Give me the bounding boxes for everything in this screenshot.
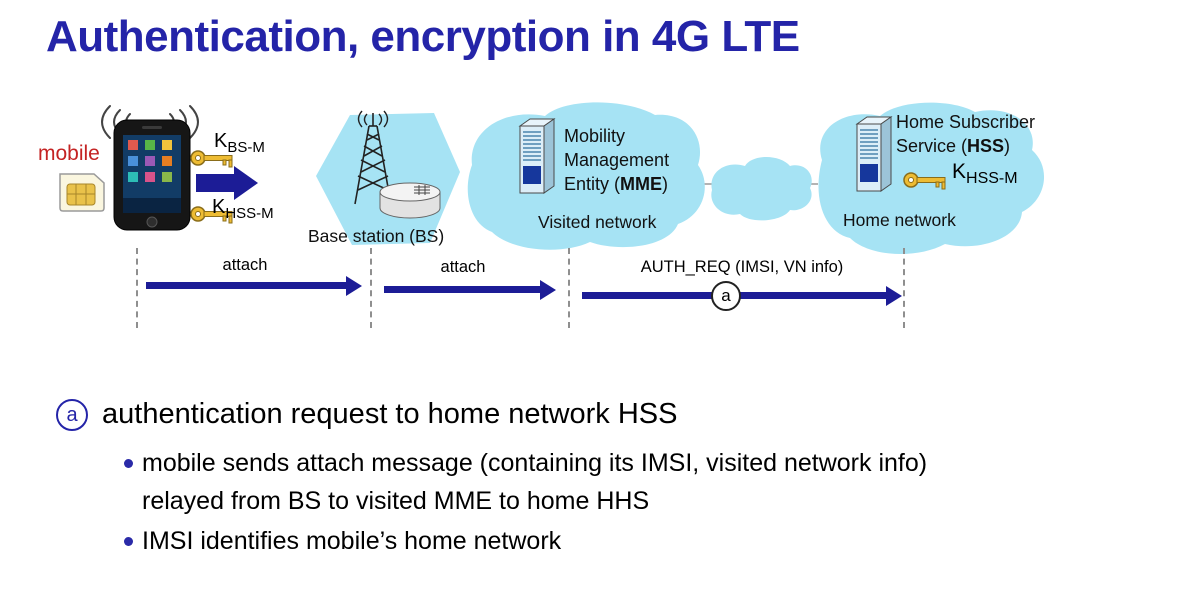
key-home-label: KHSS-M bbox=[952, 160, 1018, 188]
mme-line2: Management bbox=[564, 150, 670, 170]
lifeline-bs bbox=[370, 248, 372, 328]
key-hss-icon bbox=[190, 204, 236, 226]
key-hss-k: K bbox=[212, 196, 226, 218]
hss-line2: Service (HSS) bbox=[896, 134, 1035, 158]
mme-line3-post: ) bbox=[662, 174, 669, 194]
bullet-1-line-1: mobile sends attach message (containing … bbox=[142, 449, 928, 477]
attach1-arrow bbox=[146, 275, 362, 296]
lifeline-mobile bbox=[136, 248, 138, 328]
hss-server-icon bbox=[851, 114, 895, 198]
key-bs-sub: BS-M bbox=[227, 139, 265, 156]
key-hss-sub: HSS-M bbox=[225, 205, 274, 222]
auth-req-label: AUTH_REQ (IMSI, VN info) bbox=[640, 258, 844, 276]
slide-title: Authentication, encryption in 4G LTE bbox=[46, 12, 800, 61]
bullet-dot-1 bbox=[124, 459, 133, 468]
attach1-label: attach bbox=[222, 256, 268, 274]
mobile-keys-arrow bbox=[196, 166, 258, 200]
note-a-marker: a bbox=[56, 399, 88, 431]
key-bs-k: K bbox=[214, 130, 228, 152]
key-bs-label: KBS-M bbox=[214, 130, 265, 156]
hss-line1: Home Subscriber bbox=[896, 112, 1036, 132]
hss-label: Home Subscriber Service (HSS) bbox=[896, 110, 1035, 158]
lifeline-hss bbox=[903, 248, 905, 328]
sim-card-icon bbox=[56, 170, 108, 214]
bullet-dot-2 bbox=[124, 537, 133, 546]
mme-line3-bold: MME bbox=[620, 174, 663, 194]
bullet-2-line-1: IMSI identifies mobile’s home network bbox=[142, 527, 562, 555]
key-home-icon bbox=[903, 170, 949, 192]
mme-server-icon bbox=[514, 116, 558, 200]
bullet-2: IMSI identifies mobile’s home network bbox=[142, 522, 561, 560]
mme-line3-pre: Entity ( bbox=[564, 174, 621, 194]
mme-line1: Mobility bbox=[564, 126, 626, 146]
key-home-sub: HSS-M bbox=[966, 170, 1018, 187]
mobile-label: mobile bbox=[38, 142, 100, 165]
attach2-label: attach bbox=[440, 258, 486, 276]
key-bs-icon bbox=[190, 148, 236, 170]
home-network-label: Home network bbox=[843, 210, 956, 230]
hss-line2-post: ) bbox=[1004, 136, 1011, 156]
note-heading: authentication request to home network H… bbox=[102, 398, 678, 430]
connector-cloud bbox=[711, 157, 812, 221]
key-home-k: K bbox=[952, 160, 967, 183]
lifeline-mme bbox=[568, 248, 570, 328]
hss-line2-pre: Service ( bbox=[896, 136, 968, 156]
base-station-label: Base station (BS) bbox=[308, 226, 445, 246]
bullet-1: mobile sends attach message (containing … bbox=[142, 444, 927, 520]
base-station-router-icon bbox=[378, 180, 442, 222]
visited-network-label: Visited network bbox=[538, 212, 657, 232]
phone-icon bbox=[112, 118, 192, 232]
mme-label: Mobility Management Entity (MME) bbox=[564, 124, 669, 196]
step-a-marker-diagram: a bbox=[711, 281, 741, 311]
key-hss-label: KHSS-M bbox=[212, 196, 274, 222]
bullet-1-line-2: relayed from BS to visited MME to home H… bbox=[142, 487, 650, 515]
hss-line2-bold: HSS bbox=[967, 136, 1005, 156]
attach2-arrow bbox=[384, 279, 556, 300]
mme-line3: Entity (MME) bbox=[564, 172, 669, 196]
